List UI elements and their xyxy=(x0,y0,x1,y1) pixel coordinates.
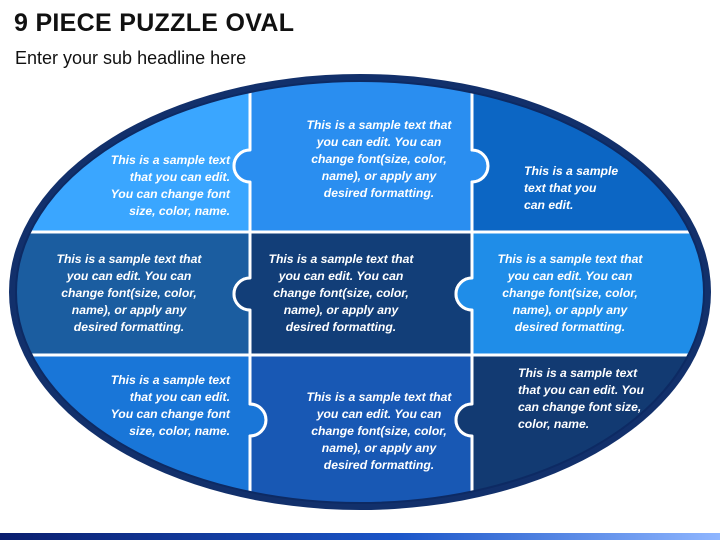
piece-text-top-left: This is a sample text that you can edit. Y… xyxy=(92,152,230,220)
piece-text-line: that you can edit. xyxy=(129,390,230,404)
piece-text-line: You can change font xyxy=(110,187,230,201)
footer-gradient-bar xyxy=(0,533,720,540)
piece-text-line: change font(size, color, xyxy=(273,286,409,300)
piece-text-line: This is a sample text that xyxy=(497,252,643,266)
piece-text-line: name), or apply any xyxy=(71,303,187,317)
piece-text-line: This is a sample text xyxy=(110,153,230,167)
piece-text-line: desired formatting. xyxy=(323,186,435,200)
piece-text-line: This is a sample xyxy=(524,164,619,178)
piece-text-bot-mid: This is a sample text that you can edit. … xyxy=(286,389,472,474)
piece-text-line: This is a sample text xyxy=(110,373,230,387)
piece-text-top-mid: This is a sample text that you can edit. … xyxy=(286,117,472,202)
piece-text-line: change font(size, color, xyxy=(311,152,447,166)
piece-text-line: name), or apply any xyxy=(321,441,437,455)
piece-text-bot-left: This is a sample text that you can edit. Y… xyxy=(92,372,230,440)
piece-text-line: desired formatting. xyxy=(323,458,435,472)
piece-text-line: that you can edit. xyxy=(129,170,230,184)
piece-text-line: This is a sample text xyxy=(518,366,638,380)
piece-text-line: size, color, name. xyxy=(129,424,230,438)
piece-text-line: can change font size, xyxy=(518,400,642,414)
piece-text-line: This is a sample text that xyxy=(268,252,414,266)
piece-text-line: that you can edit. You xyxy=(518,383,644,397)
piece-text-line: desired formatting. xyxy=(285,320,397,334)
page-subtitle: Enter your sub headline here xyxy=(15,48,247,68)
piece-text-mid-right: This is a sample text that you can edit. … xyxy=(477,251,663,336)
piece-text-line: you can edit. You can xyxy=(507,269,633,283)
piece-text-line: text that you xyxy=(524,181,597,195)
piece-text-line: color, name. xyxy=(518,417,590,431)
piece-text-line: name), or apply any xyxy=(512,303,628,317)
piece-text-line: name), or apply any xyxy=(283,303,399,317)
piece-text-line: This is a sample text that xyxy=(306,118,452,132)
piece-text-line: you can edit. You can xyxy=(316,135,442,149)
piece-text-line: change font(size, color, xyxy=(61,286,197,300)
piece-text-line: you can edit. You can xyxy=(66,269,192,283)
puzzle-piece-mid-right[interactable] xyxy=(454,230,720,357)
piece-text-line: change font(size, color, xyxy=(311,424,447,438)
piece-text-line: can edit. xyxy=(524,198,574,212)
piece-text-line: change font(size, color, xyxy=(502,286,638,300)
piece-text-line: This is a sample text that xyxy=(56,252,202,266)
piece-text-line: size, color, name. xyxy=(129,204,230,218)
piece-text-line: desired formatting. xyxy=(514,320,626,334)
page-title: 9 PIECE PUZZLE OVAL xyxy=(14,9,295,37)
piece-text-line: you can edit. You can xyxy=(316,407,442,421)
piece-text-line: You can change font xyxy=(110,407,230,421)
piece-text-center: This is a sample text that you can edit. … xyxy=(248,251,434,336)
piece-text-top-right: This is a sample text that you can edit. xyxy=(524,163,654,214)
piece-text-line: you can edit. You can xyxy=(278,269,404,283)
piece-text-line: name), or apply any xyxy=(321,169,437,183)
piece-text-bot-right: This is a sample text that you can edit. … xyxy=(518,365,668,433)
piece-text-mid-left: This is a sample text that you can edit. … xyxy=(36,251,222,336)
piece-text-line: This is a sample text that xyxy=(306,390,452,404)
piece-text-line: desired formatting. xyxy=(73,320,185,334)
